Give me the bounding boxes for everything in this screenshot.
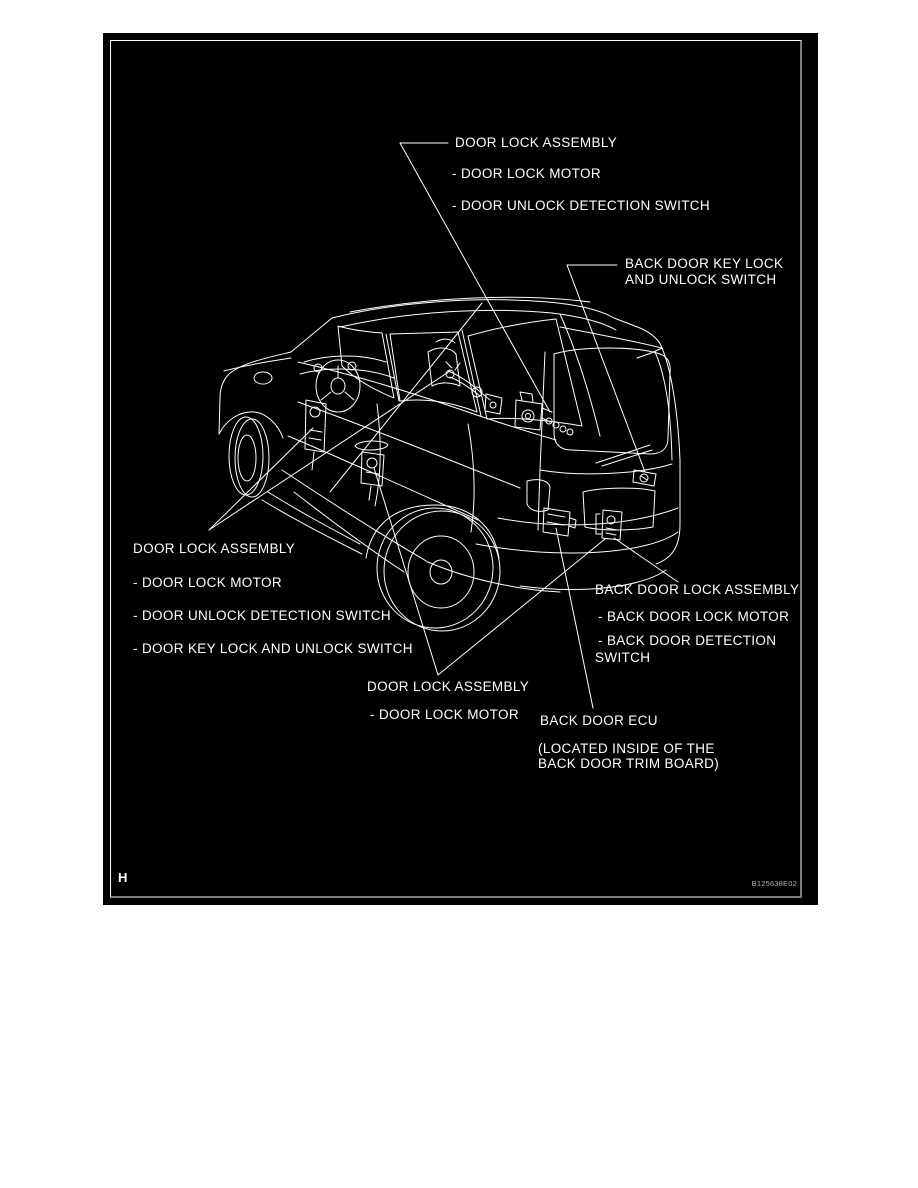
label-left-door-lock-item: - DOOR KEY LOCK AND UNLOCK SWITCH: [133, 641, 413, 656]
label-top-door-lock-item: - DOOR LOCK MOTOR: [452, 166, 601, 181]
label-back-door-lock-item: - BACK DOOR LOCK MOTOR: [598, 609, 790, 624]
back-door-key-cylinder: [632, 469, 657, 487]
leader-lines: [208, 142, 679, 709]
label-mid-door-lock-title: DOOR LOCK ASSEMBLY: [367, 679, 530, 694]
label-back-door-lock-item: SWITCH: [595, 650, 651, 665]
back-door-ecu-component: [542, 507, 577, 537]
label-back-door-key-lock-line2: AND UNLOCK SWITCH: [625, 272, 777, 287]
back-door-lock-mechanism: [595, 509, 623, 541]
page-marker: H: [118, 870, 128, 885]
suv-interior: [299, 338, 461, 413]
label-mid-door-lock-item: - DOOR LOCK MOTOR: [370, 707, 519, 722]
figure-inner-border: [110, 40, 802, 898]
leader-back-door-key-lock: [566, 264, 646, 473]
figure-panel: [103, 33, 818, 905]
label-back-door-ecu-title: BACK DOOR ECU: [540, 713, 658, 728]
leader-top-door-lock: [399, 142, 551, 413]
label-top-door-lock-item: - DOOR UNLOCK DETECTION SWITCH: [452, 198, 711, 213]
label-left-door-lock-title: DOOR LOCK ASSEMBLY: [133, 541, 296, 556]
label-top-door-lock-title: DOOR LOCK ASSEMBLY: [455, 135, 618, 150]
label-left-door-lock-item: - DOOR UNLOCK DETECTION SWITCH: [133, 608, 392, 623]
label-left-door-lock-item: - DOOR LOCK MOTOR: [133, 575, 282, 590]
label-back-door-ecu-note: (LOCATED INSIDE OF THE: [538, 741, 715, 756]
back-door-upper-lock-mechanism: [514, 391, 574, 436]
label-back-door-key-lock-line1: BACK DOOR KEY LOCK: [625, 256, 784, 271]
leader-back-door-lock: [613, 537, 679, 583]
suv-body-outline: [218, 296, 681, 632]
rear-door-lock-mechanism: [354, 440, 389, 501]
leader-mid-door-lock-a: [373, 467, 439, 676]
c-pillar-lock-mechanism: [445, 361, 503, 415]
leader-back-door-ecu: [555, 527, 594, 709]
label-back-door-ecu-note: BACK DOOR TRIM BOARD): [538, 756, 720, 771]
figure-code: B125638E02: [751, 879, 797, 888]
leader-left-door-lock-a: [208, 427, 314, 531]
label-back-door-lock-item: - BACK DOOR DETECTION: [598, 633, 777, 648]
label-back-door-lock-title: BACK DOOR LOCK ASSEMBLY: [595, 582, 800, 597]
leader-mid-door-lock-b: [437, 538, 606, 676]
leader-left-door-lock-b: [208, 370, 451, 531]
